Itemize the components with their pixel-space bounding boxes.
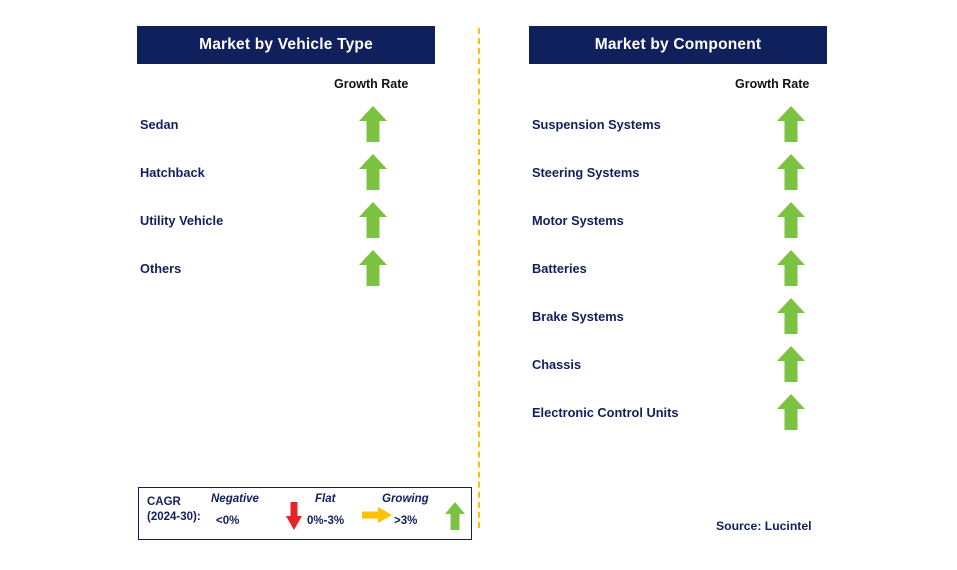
arrow-up-icon	[776, 153, 806, 191]
row-label: Electronic Control Units	[532, 404, 679, 420]
arrow-up-icon	[776, 393, 806, 431]
arrow-up-icon	[358, 105, 388, 143]
panel-title-vehicle-type: Market by Vehicle Type	[137, 26, 435, 64]
table-row: Brake Systems	[479, 296, 957, 336]
table-row: Utility Vehicle	[0, 200, 478, 240]
legend-item-flat: Flat 0%-3%	[307, 493, 344, 527]
table-row: Others	[0, 248, 478, 288]
legend-cagr-line1: CAGR	[147, 496, 181, 508]
table-row: Steering Systems	[479, 152, 957, 192]
row-label: Steering Systems	[532, 164, 640, 180]
legend-cagr-line2: (2024-30):	[147, 511, 201, 523]
row-label: Others	[140, 260, 182, 276]
legend-range: 0%-3%	[307, 515, 345, 527]
legend-item-growing: Growing >3%	[382, 493, 429, 527]
table-row: Batteries	[479, 248, 957, 288]
row-label: Suspension Systems	[532, 116, 661, 132]
row-label: Hatchback	[140, 164, 205, 180]
table-row: Suspension Systems	[479, 104, 957, 144]
row-label: Motor Systems	[532, 212, 624, 228]
panel-market-by-component: Market by Component Growth Rate Suspensi…	[479, 0, 957, 570]
table-row: Hatchback	[0, 152, 478, 192]
arrow-up-icon	[776, 345, 806, 383]
arrow-right-icon	[361, 506, 393, 529]
legend-box: CAGR (2024-30): Negative <0% Flat 0%-3% …	[138, 487, 472, 540]
row-label: Chassis	[532, 356, 582, 372]
arrow-up-icon	[776, 249, 806, 287]
row-label: Utility Vehicle	[140, 212, 224, 228]
legend-range: >3%	[394, 515, 418, 527]
arrow-up-icon	[776, 297, 806, 335]
arrow-up-icon	[776, 201, 806, 239]
legend-item-negative: Negative <0%	[211, 493, 259, 527]
arrow-up-icon	[358, 153, 388, 191]
row-label: Brake Systems	[532, 308, 624, 324]
arrow-up-icon	[444, 501, 466, 536]
table-row: Motor Systems	[479, 200, 957, 240]
table-row: Electronic Control Units	[479, 392, 957, 432]
legend-title: Growing	[382, 493, 429, 505]
growth-rate-header-right: Growth Rate	[735, 77, 810, 91]
legend-title: Flat	[315, 493, 336, 505]
legend-title: Negative	[211, 493, 259, 505]
arrow-up-icon	[358, 249, 388, 287]
panel-market-by-vehicle-type: Market by Vehicle Type Growth Rate Sedan…	[0, 0, 478, 570]
growth-rate-header-left: Growth Rate	[334, 77, 409, 91]
legend-range: <0%	[216, 515, 240, 527]
legend-cagr-label: CAGR (2024-30):	[147, 495, 201, 525]
table-row: Chassis	[479, 344, 957, 384]
panel-divider	[478, 28, 480, 528]
row-label: Batteries	[532, 260, 587, 276]
panel-title-component: Market by Component	[529, 26, 827, 64]
arrow-up-icon	[776, 105, 806, 143]
table-row: Sedan	[0, 104, 478, 144]
row-label: Sedan	[140, 116, 179, 132]
source-label: Source: Lucintel	[716, 519, 812, 533]
arrow-up-icon	[358, 201, 388, 239]
arrow-down-icon	[285, 501, 303, 536]
